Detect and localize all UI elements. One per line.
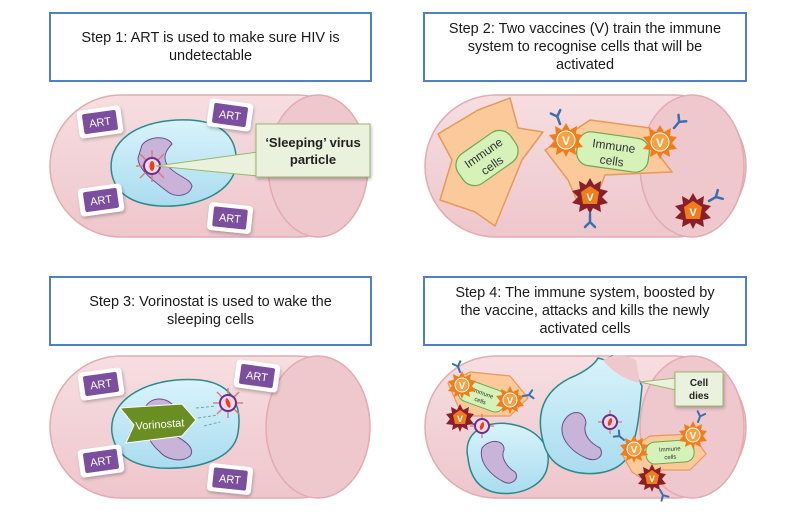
caption-line: undetectable [168,48,253,64]
caption-line: system to recognise cells that will be [467,39,703,55]
art-badge: ART [233,359,281,393]
immune-cell: Immune cells [437,97,544,227]
immune-label: cells [473,397,486,407]
step-2-panel: Step 2: Two vaccines (V) train the immun… [400,0,800,258]
step-3-illustration: Vorinostat ART ART [49,355,371,499]
step-4-illustration: Cell dies Immune cells V V V [424,354,747,502]
immune-label: cells [664,455,676,462]
svg-text:V: V [689,207,697,219]
svg-text:V: V [459,381,466,392]
immune-label: Immune [591,136,636,156]
svg-text:V: V [562,134,570,148]
art-label: ART [218,473,241,487]
art-label: ART [245,370,269,385]
immune-label: Immune [659,446,682,454]
svg-text:V: V [507,396,514,407]
step-2-caption: Step 2: Two vaccines (V) train the immun… [423,12,747,82]
svg-text:V: V [631,445,638,456]
sleeping-virus-callout: ‘Sleeping’ virus particle [155,123,371,178]
art-badge: ART [77,367,125,401]
art-label: ART [218,109,242,124]
step-1-panel: Step 1: ART is used to make sure HIV is … [0,0,400,258]
art-badge: ART [207,463,253,495]
caption-line: the vaccine, attacks and kills the newly [460,303,710,319]
callout-text: particle [290,152,336,167]
vaccine-icon: V [495,385,535,415]
art-badge: ART [76,105,124,139]
virus-particle-icon [136,150,168,182]
vaccine-icon: V [638,464,670,502]
virus-particle-icon [213,388,243,418]
svg-text:V: V [457,414,463,424]
caption-line: Step 1: ART is used to make sure HIV is [81,30,340,46]
art-label: ART [89,115,113,130]
caption-line: sleeping cells [166,312,255,328]
caption-line: activated [555,57,615,73]
caption-line: activated cells [539,321,631,337]
vaccine-icon: V [447,360,477,400]
caption-line: Step 3: Vorinostat is used to wake the [89,294,332,310]
vaccine-icon: V [446,404,485,432]
infected-cell [466,422,549,495]
vaccine-icon: V [548,108,584,158]
step-2-illustration: Immune cells Immune cells V V V V [424,94,747,238]
vaccine-icon: V [612,429,649,464]
dying-cell [539,354,643,475]
art-badge: ART [77,183,125,217]
callout-text: ‘Sleeping’ virus [265,135,360,150]
vaccine-icon: V [678,410,708,450]
art-label: ART [90,377,114,392]
callout-text: dies [689,391,709,402]
cell-dies-callout: Cell dies [639,371,724,407]
callout-text: Cell [690,378,709,389]
step-4-caption: Step 4: The immune system, boosted by th… [423,276,747,346]
svg-text:V: V [649,474,655,484]
art-badge: ART [206,98,254,132]
caption-line: Step 4: The immune system, boosted by [455,285,715,301]
step-4-panel: Step 4: The immune system, boosted by th… [400,258,800,516]
svg-text:V: V [690,431,697,442]
immune-label: cells [599,152,625,169]
step-3-panel: Step 3: Vorinostat is used to wake the s… [0,258,400,516]
vorinostat-arrow: Vorinostat [118,403,197,444]
vaccine-icon: V [642,113,688,160]
art-label: ART [90,193,114,208]
step-1-caption: Step 1: ART is used to make sure HIV is … [49,12,372,82]
art-badge: ART [207,202,253,234]
art-label: ART [90,454,114,469]
art-label: ART [218,212,241,226]
vaccine-icon: V [572,178,608,229]
step-3-caption: Step 3: Vorinostat is used to wake the s… [49,276,372,346]
art-badge: ART [77,444,125,478]
svg-text:V: V [586,192,594,204]
activation-lines [195,405,221,427]
vaccine-icon: V [675,188,725,229]
caption-line: Step 2: Two vaccines (V) train the immun… [448,21,722,37]
svg-text:V: V [656,136,664,150]
step-1-illustration: ‘Sleeping’ virus particle ART ART ART AR… [49,94,371,238]
vorinostat-label: Vorinostat [135,417,185,432]
